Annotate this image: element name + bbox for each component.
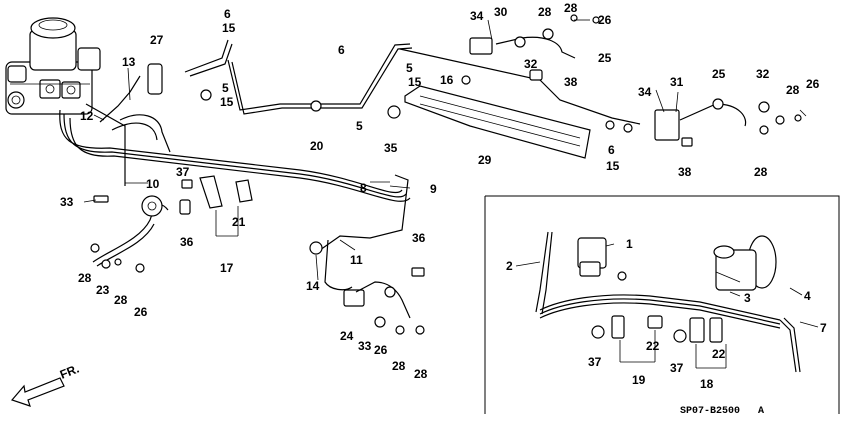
callout-6a: 6	[224, 7, 231, 21]
pipe-protector	[404, 85, 591, 159]
callout-9: 9	[430, 182, 437, 196]
brake-pipes	[59, 39, 641, 291]
callout-34b: 34	[638, 85, 652, 99]
callout-5c: 5	[406, 61, 413, 75]
callout-2: 2	[506, 259, 513, 273]
callout-25a: 25	[598, 51, 612, 65]
bracket-17-21	[179, 175, 253, 215]
callout-11: 11	[350, 253, 363, 267]
callout-12: 12	[80, 109, 94, 123]
callout-28f: 28	[114, 293, 128, 307]
callout-14: 14	[306, 279, 320, 293]
callout-15b: 15	[220, 95, 234, 109]
callout-26d: 26	[374, 343, 388, 357]
callout-34a: 34	[470, 9, 484, 23]
callout-28b: 28	[564, 1, 578, 15]
callout-6b: 6	[338, 43, 345, 57]
callout-26b: 26	[806, 77, 820, 91]
callout-35: 35	[384, 141, 398, 155]
diagram-code-suffix: A	[758, 406, 764, 417]
callout-8: 8	[360, 181, 367, 195]
callout-37a: 37	[176, 165, 190, 179]
direction-label: FR.	[58, 362, 81, 382]
inset-assembly	[535, 231, 801, 373]
callout-7: 7	[820, 321, 827, 335]
callout-38a: 38	[564, 75, 578, 89]
callout-3: 3	[744, 291, 751, 305]
callout-21: 21	[232, 215, 246, 229]
rear-hose-right	[654, 98, 802, 147]
fittings	[147, 16, 633, 255]
front-direction-arrow: FR.	[10, 362, 81, 407]
front-hose-right	[343, 267, 425, 335]
callout-27: 27	[150, 33, 164, 47]
diagram-code: SP07-B2500	[680, 406, 740, 417]
callout-1: 1	[626, 237, 633, 251]
callout-33a: 33	[60, 195, 74, 209]
rear-hose-left	[469, 14, 578, 81]
callout-22a: 22	[646, 339, 660, 353]
callout-23: 23	[96, 283, 110, 297]
callout-20: 20	[310, 139, 324, 153]
callout-28c: 28	[786, 83, 800, 97]
inset-frame	[485, 195, 840, 414]
callout-30: 30	[494, 5, 508, 19]
callout-24: 24	[340, 329, 354, 343]
callout-28e: 28	[78, 271, 92, 285]
callout-37c: 37	[670, 361, 684, 375]
leader-lines	[83, 19, 819, 369]
callout-28h: 28	[414, 367, 428, 381]
callout-16: 16	[440, 73, 454, 87]
callout-28g: 28	[392, 359, 406, 373]
callout-15a: 15	[222, 21, 236, 35]
callout-15c: 15	[408, 75, 422, 89]
callout-22b: 22	[712, 347, 726, 361]
front-hose-left	[90, 195, 169, 273]
callouts: 1 2 3 4 5 5 5 6 6 6 7 8 9 10 11 12 13 14…	[60, 1, 827, 391]
callout-28d: 28	[754, 165, 768, 179]
callout-5a: 5	[222, 81, 229, 95]
callout-4: 4	[804, 289, 811, 303]
callout-25b: 25	[712, 67, 726, 81]
callout-36b: 36	[412, 231, 426, 245]
callout-36a: 36	[180, 235, 194, 249]
callout-33b: 33	[358, 339, 372, 353]
callout-18: 18	[700, 377, 714, 391]
callout-15d: 15	[606, 159, 620, 173]
callout-10: 10	[146, 177, 160, 191]
callout-32a: 32	[524, 57, 538, 71]
callout-31: 31	[670, 75, 684, 89]
callout-28a: 28	[538, 5, 552, 19]
modulator-unit	[5, 17, 101, 115]
callout-26a: 26	[598, 13, 612, 27]
callout-29: 29	[478, 153, 492, 167]
callout-32b: 32	[756, 67, 770, 81]
callout-13: 13	[122, 55, 136, 69]
callout-37b: 37	[588, 355, 602, 369]
callout-6c: 6	[608, 143, 615, 157]
callout-26c: 26	[134, 305, 148, 319]
callout-17: 17	[220, 261, 234, 275]
callout-19: 19	[632, 373, 646, 387]
callout-38b: 38	[678, 165, 692, 179]
callout-5b: 5	[356, 119, 363, 133]
